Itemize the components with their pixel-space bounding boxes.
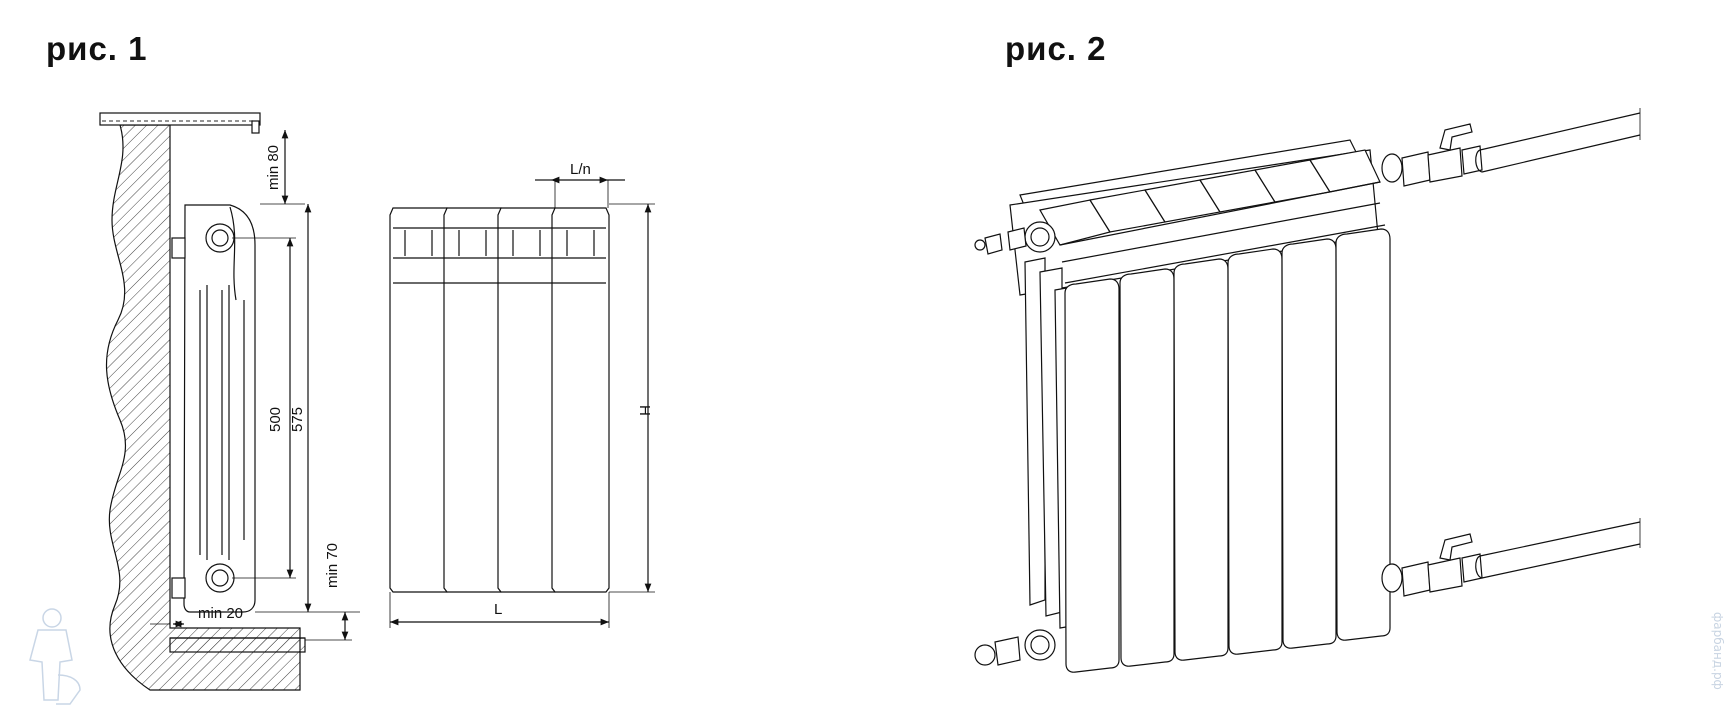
dim-top-clearance: min 80: [265, 145, 282, 190]
front-sections: [1064, 228, 1391, 673]
left-top-plug: [974, 221, 1056, 255]
dim-height-side: 575: [289, 407, 306, 432]
dim-floor-clearance: min 70: [324, 543, 341, 588]
front-section: [389, 207, 610, 593]
top-valve-assembly: [1381, 108, 1641, 187]
radiator-side-profile: [183, 204, 256, 613]
left-bottom-plug: [974, 629, 1056, 666]
dim-total-height: H: [636, 405, 653, 416]
mascot-logo: [29, 608, 81, 705]
figure-1-title: рис. 1: [46, 30, 148, 67]
watermark-text: фарбанд.рф: [1711, 612, 1725, 690]
window-sill: [99, 112, 261, 126]
bottom-port: [205, 563, 235, 593]
figure-2-title: рис. 2: [1005, 30, 1107, 67]
side-view-drawing: [99, 112, 360, 691]
front-view-drawing: [389, 176, 655, 628]
collector-heads: [1039, 149, 1381, 246]
dim-wall-gap: min 20: [198, 605, 243, 622]
dim-axis-distance: 500: [267, 407, 284, 432]
dim-section-width: L/n: [570, 161, 591, 178]
top-port: [205, 223, 235, 253]
bracket-bottom: [171, 577, 186, 599]
isometric-radiator-drawing: [974, 108, 1641, 673]
floor-strip: [169, 637, 306, 653]
bracket-top: [171, 237, 186, 259]
bottom-valve-assembly: [1381, 518, 1641, 597]
wall-hatch: [105, 124, 301, 691]
dim-total-length: L: [494, 601, 502, 618]
